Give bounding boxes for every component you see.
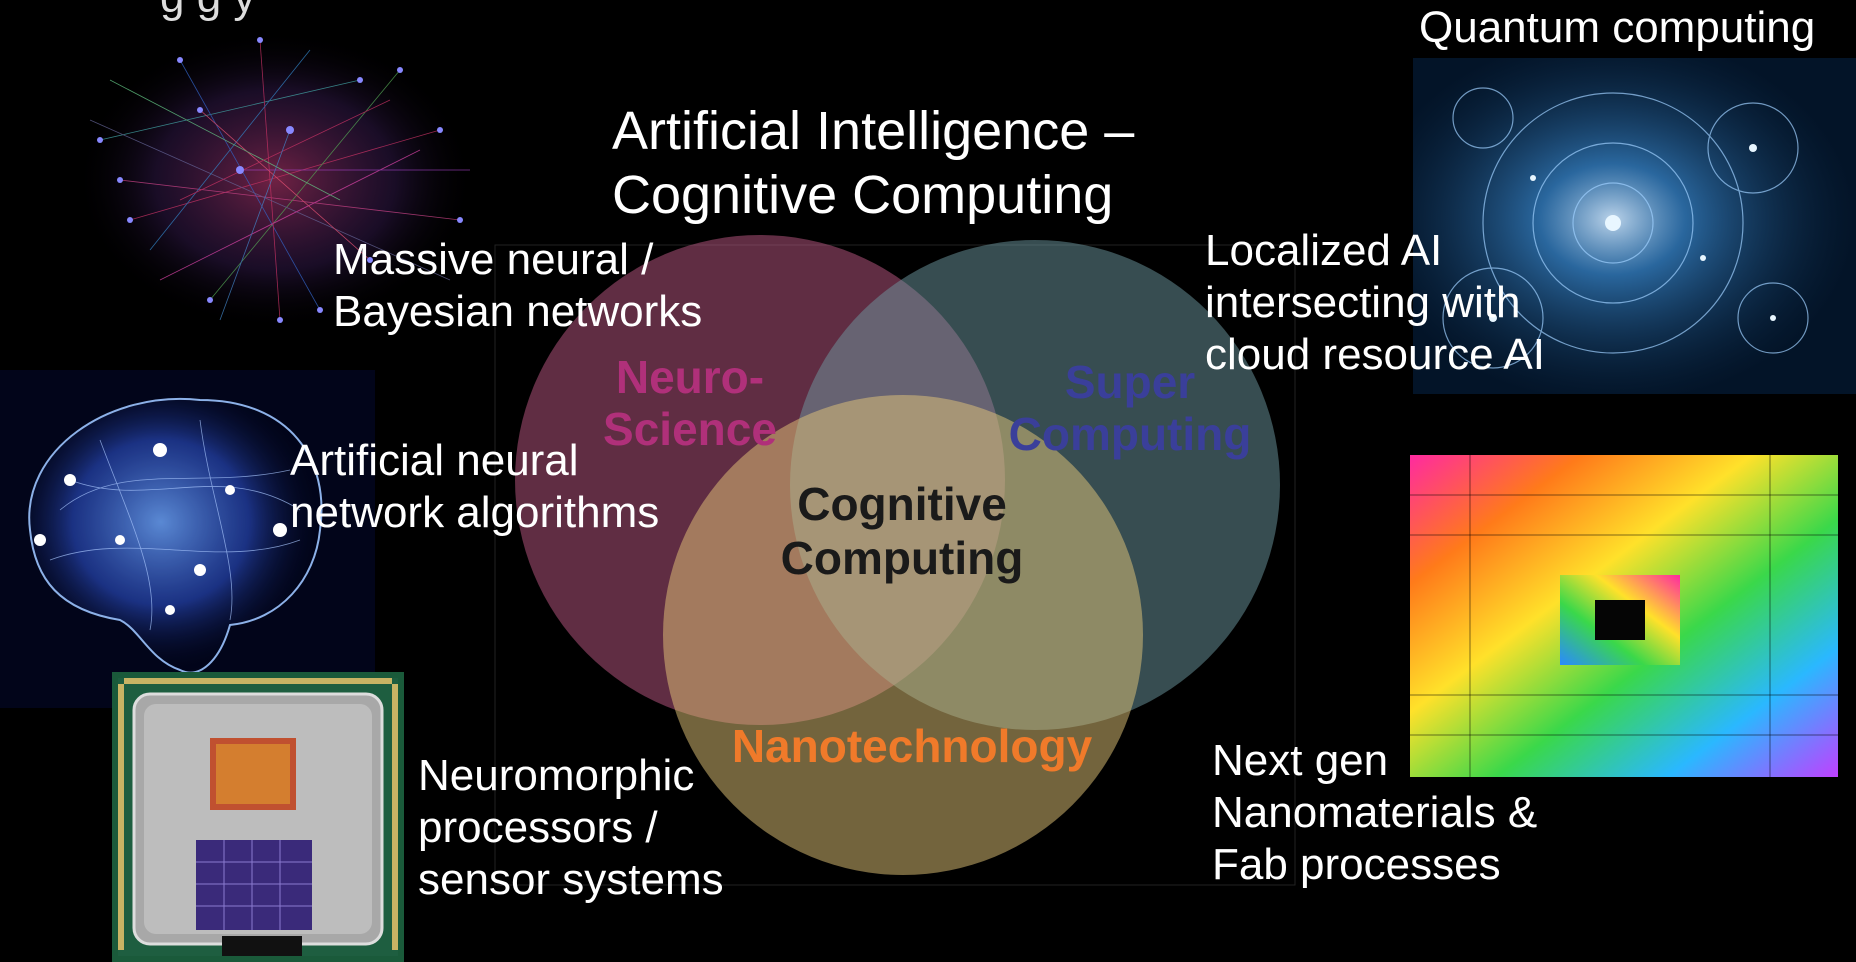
- venn-circle-nano: [663, 395, 1143, 875]
- next-gen-label: Next gen Nanomaterials & Fab processes: [1212, 736, 1538, 889]
- glowing-brain-image: [0, 370, 375, 708]
- neuromorphic-label: Neuromorphic processors / sensor systems: [418, 751, 724, 904]
- venn-label-neuro-1: Neuro-: [616, 351, 764, 403]
- venn-center-label-2: Computing: [781, 532, 1024, 584]
- venn-label-neuro-2: Science: [603, 403, 777, 455]
- venn-center-label-1: Cognitive: [797, 478, 1007, 530]
- page-title: Artificial Intelligence – Cognitive Comp…: [612, 101, 1135, 225]
- venn-label-super-1: Super: [1065, 356, 1195, 408]
- cutoff-heading: g g y: [160, 0, 255, 24]
- network-graph-image: [60, 20, 490, 340]
- quantum-fractal-image: [1413, 58, 1856, 394]
- rainbow-nanostructure-image: [1410, 455, 1838, 777]
- venn-frame: [494, 244, 1296, 886]
- processor-chip-image: [112, 672, 404, 962]
- quantum-computing-label: Quantum computing: [1419, 3, 1816, 52]
- venn-label-super-2: Computing: [1009, 408, 1252, 460]
- venn-label-nano-1: Nanotechnology: [732, 720, 1093, 772]
- massive-networks-label: Massive neural / Bayesian networks: [333, 235, 703, 336]
- localized-ai-label: Localized AI intersecting with cloud res…: [1205, 226, 1545, 379]
- artificial-nn-label: Artificial neural network algorithms: [290, 436, 660, 537]
